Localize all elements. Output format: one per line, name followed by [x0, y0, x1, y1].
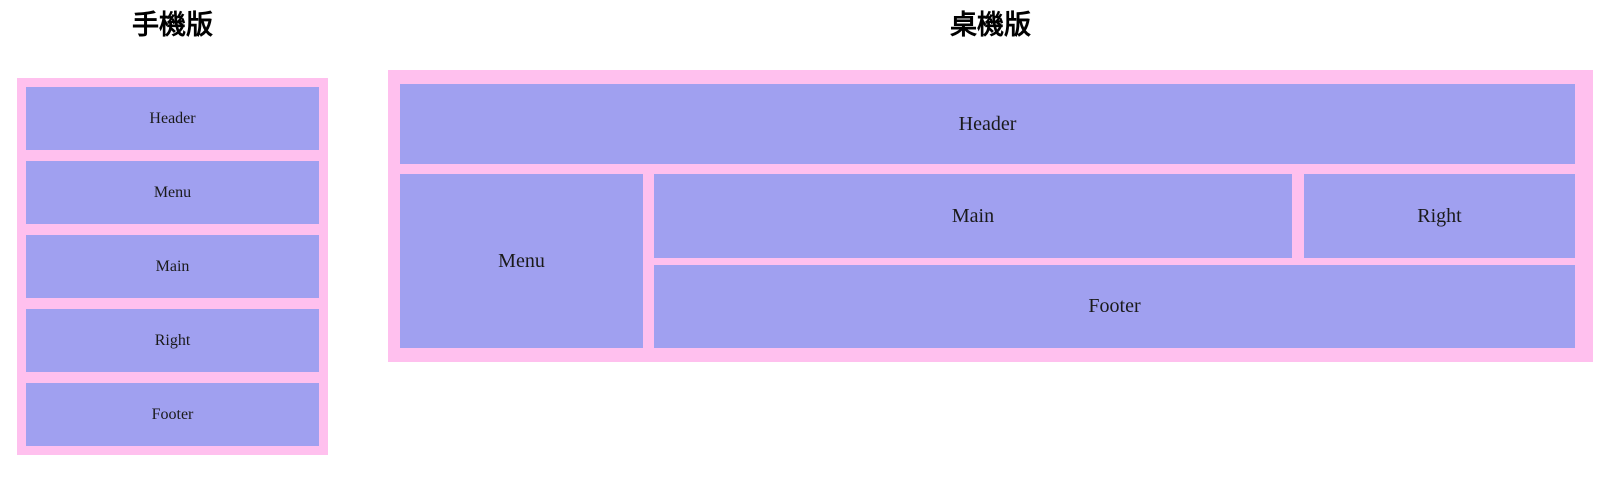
mobile-layout-container: Header Menu Main Right Footer	[17, 78, 328, 455]
mobile-block-right: Right	[26, 309, 319, 372]
mobile-block-header: Header	[26, 87, 319, 150]
mobile-layout-title: 手機版	[132, 10, 213, 41]
desktop-block-menu: Menu	[400, 174, 643, 348]
desktop-layout-container: Header Menu Main Right Footer	[388, 70, 1593, 362]
desktop-block-main: Main	[654, 174, 1292, 258]
mobile-block-footer: Footer	[26, 383, 319, 446]
desktop-block-right: Right	[1304, 174, 1575, 258]
desktop-block-footer: Footer	[654, 265, 1575, 348]
desktop-layout-title: 桌機版	[950, 10, 1031, 41]
mobile-block-main: Main	[26, 235, 319, 298]
mobile-block-menu: Menu	[26, 161, 319, 224]
desktop-block-header: Header	[400, 84, 1575, 164]
